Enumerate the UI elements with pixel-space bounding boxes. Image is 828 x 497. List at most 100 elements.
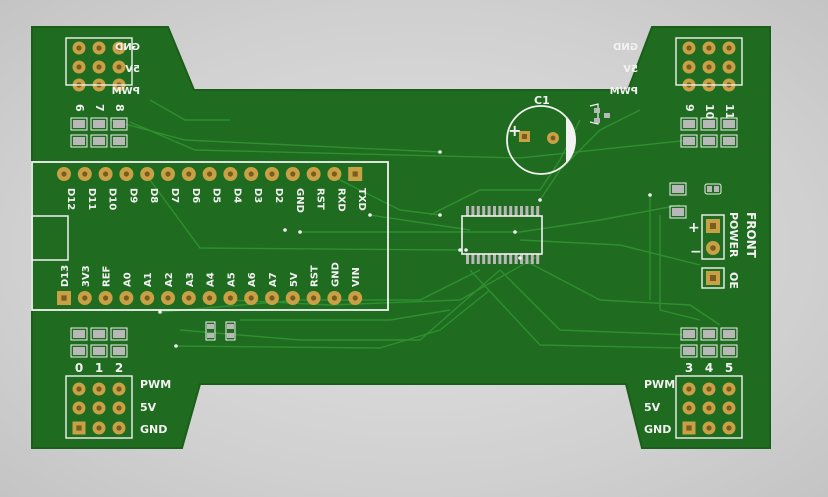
pad-hole [686, 386, 692, 392]
mcu-bottom-pin-label: A5 [226, 272, 237, 287]
mcu-top-pin-label: D5 [211, 188, 222, 203]
smd-outline [70, 134, 88, 148]
power-minus: − [690, 244, 702, 260]
pad-hole [726, 45, 732, 51]
pad-hole [706, 425, 712, 431]
smd-pad [703, 137, 715, 145]
bottom-left-number: 1 [95, 361, 103, 375]
mcu-bottom-pin-label: A1 [143, 272, 154, 287]
ic-pin [487, 206, 491, 216]
mcu-bottom-pin-label: 5V [289, 272, 300, 287]
mcu-top-pin-label: D3 [252, 188, 263, 203]
capacitor-plus: + [508, 121, 521, 140]
mcu-top-pin-label: D4 [231, 188, 242, 203]
ic-pin [530, 206, 534, 216]
pad-hole [186, 171, 192, 177]
pad-hole [227, 171, 233, 177]
mcu-top-pin-label: D9 [127, 188, 138, 203]
smd-pad [73, 330, 85, 338]
pad-hole [103, 171, 109, 177]
pad-hole [290, 171, 296, 177]
ic-pin [520, 206, 523, 216]
pad-hole [96, 425, 102, 431]
pad-hole [686, 405, 692, 411]
pad-hole [76, 405, 82, 411]
smd-pad [703, 330, 715, 338]
pad-hole [165, 295, 171, 301]
ic-pin [482, 206, 486, 216]
pad-hole [311, 171, 317, 177]
ic-pin [525, 254, 529, 264]
pad-hole [352, 171, 358, 177]
pad-hole [207, 295, 213, 301]
pad-hole [726, 405, 732, 411]
vias [158, 150, 652, 348]
smd-outline [70, 117, 88, 131]
smd-pad [683, 347, 695, 355]
smd-outline [90, 117, 108, 131]
pad-hole [76, 425, 82, 431]
pad-hole [76, 45, 82, 51]
ic-pin [476, 206, 480, 216]
mcu-top-pin-label: D11 [86, 188, 97, 210]
bottom-right-number: 3 [685, 361, 693, 375]
ic-pin [503, 206, 507, 216]
bottom-left-number: 2 [115, 361, 123, 375]
smd-outline [70, 344, 88, 358]
pad-hole [248, 171, 254, 177]
top-right-label: PWM [610, 86, 638, 97]
ic-pin [471, 206, 475, 216]
mcu-top-pin-label: D10 [107, 188, 118, 210]
mcu-bottom-pin-label: VIN [351, 267, 362, 287]
smd-pad [73, 120, 85, 128]
front-label: FRONT [744, 212, 758, 259]
ic-pin [487, 254, 491, 264]
smd-pad [683, 120, 695, 128]
power-label: POWER [727, 212, 740, 258]
smd-pair-mid [205, 321, 236, 341]
oe-label: OE [727, 272, 740, 289]
smd-outline [680, 134, 698, 148]
smd-outline [90, 134, 108, 148]
ic-pin [498, 254, 502, 264]
smd-pad [723, 330, 735, 338]
smd-pad [723, 137, 735, 145]
capacitor-c1: C1 + [506, 94, 576, 175]
mcu-top-pin-label: D7 [169, 188, 180, 203]
pad-hole [96, 64, 102, 70]
mcu-top-pin-label: GND [294, 188, 305, 213]
smd-outline [720, 327, 738, 341]
pad-hole [116, 386, 122, 392]
bottom-right-label: GND [644, 423, 671, 436]
bottom-left-label: 5V [140, 401, 157, 414]
top-left-number: 8 [113, 104, 126, 112]
smd-pad [683, 137, 695, 145]
top-right-label: 5V [623, 64, 638, 75]
ic-pin [493, 206, 496, 216]
bottom-left-number: 0 [75, 361, 83, 375]
pad-hole [96, 386, 102, 392]
pad-hole [726, 64, 732, 70]
pad-hole [103, 295, 109, 301]
top-left-number: 6 [73, 104, 86, 112]
mcu-bottom-pin-label: A6 [247, 272, 258, 287]
pad-hole [96, 45, 102, 51]
power-header: + − [688, 214, 725, 260]
pad-hole [116, 45, 122, 51]
mcu-bottom-pin-label: GND [330, 262, 341, 287]
pad-hole [61, 295, 67, 301]
smd-pad [703, 347, 715, 355]
smd-outline [680, 327, 698, 341]
bottom-right-label: 5V [644, 401, 661, 414]
mcu-bottom-pin-label: RST [310, 265, 321, 287]
bottom-left-label: PWM [140, 378, 171, 391]
pad-hole [144, 171, 150, 177]
smd-pad [73, 137, 85, 145]
pad-hole [311, 295, 317, 301]
pad-hole [76, 386, 82, 392]
ic-pin [466, 254, 469, 264]
smd-outline [110, 344, 128, 358]
ic-pin [530, 254, 534, 264]
mcu-bottom-pin-label: A3 [185, 272, 196, 287]
top-right-number: 10 [703, 104, 716, 120]
